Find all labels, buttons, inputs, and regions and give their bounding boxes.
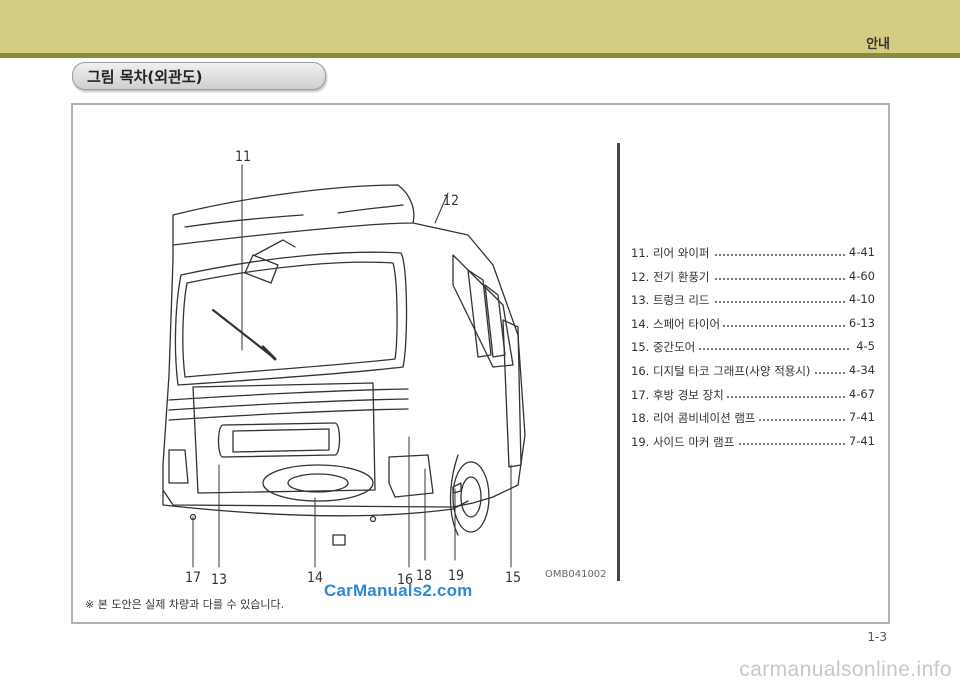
toc-page: 7-41 <box>845 410 875 425</box>
bus-rear-illustration <box>162 164 526 568</box>
callout-17: 17 <box>185 570 202 586</box>
toc-page: 7-41 <box>845 433 875 448</box>
toc-leader <box>631 277 849 280</box>
toc-item[interactable]: 12. 전기 환풍기 4-60 <box>631 268 875 293</box>
toc-page: 4-34 <box>845 362 875 377</box>
vertical-divider <box>617 143 620 581</box>
section-title-pill: 그림 목차(외관도) <box>72 62 326 90</box>
toc-page: 4-10 <box>845 292 875 307</box>
toc-page: 4-60 <box>845 268 875 283</box>
toc-leader <box>631 442 849 445</box>
callout-13: 13 <box>211 572 228 588</box>
header-band <box>0 0 960 55</box>
callout-15: 15 <box>505 570 522 586</box>
toc-label: 11. 리어 와이퍼 <box>631 245 713 261</box>
callout-14: 14 <box>307 570 324 586</box>
callout-19: 19 <box>448 568 465 584</box>
toc-leader <box>631 254 849 256</box>
toc-page: 4-41 <box>845 245 875 259</box>
image-code: OMB041002 <box>545 569 607 580</box>
toc-leader <box>631 324 849 327</box>
parts-toc-list: 11. 리어 와이퍼 4-41 12. 전기 환풍기 4-60 13. 트렁크 … <box>631 245 875 457</box>
toc-item[interactable]: 13. 트렁크 리드 4-10 <box>631 292 875 316</box>
toc-label: 13. 트렁크 리드 <box>631 292 713 309</box>
toc-item[interactable]: 14. 스페어 타이어 6-13 <box>631 315 875 340</box>
toc-item[interactable]: 11. 리어 와이퍼 4-41 <box>631 245 875 269</box>
toc-page: 6-13 <box>845 315 875 330</box>
disclaimer-footnote: ※ 본 도안은 실제 차량과 다를 수 있습니다. <box>85 598 285 611</box>
figure-frame: 11 12 17 13 14 16 18 19 15 OMB041002 11.… <box>71 103 890 624</box>
toc-leader <box>631 395 849 398</box>
toc-item[interactable]: 15. 중간도어 4-5 <box>631 339 875 363</box>
toc-label: 16. 디지털 타코 그래프(사양 적용시) <box>631 362 814 379</box>
callout-12: 12 <box>443 193 460 209</box>
toc-leader <box>631 348 849 351</box>
toc-item[interactable]: 17. 후방 경보 장치 4-67 <box>631 386 875 411</box>
toc-page: 4-5 <box>853 339 875 354</box>
toc-label: 14. 스페어 타이어 <box>631 315 724 332</box>
page-number: 1-3 <box>867 630 887 644</box>
toc-label: 15. 중간도어 <box>631 339 699 356</box>
toc-label: 18. 리어 콤비네이션 램프 <box>631 410 759 427</box>
section-title: 그림 목차(외관도) <box>87 68 203 86</box>
callout-16: 16 <box>397 572 414 588</box>
carmanuals-watermark: CarManuals2.com <box>324 581 473 600</box>
site-watermark: carmanualsonline.info <box>739 658 952 681</box>
toc-leader <box>631 301 849 304</box>
toc-page: 4-67 <box>845 386 875 401</box>
toc-label: 17. 후방 경보 장치 <box>631 386 727 403</box>
toc-item[interactable]: 16. 디지털 타코 그래프(사양 적용시) 4-34 <box>631 362 875 387</box>
callout-18: 18 <box>416 568 433 584</box>
toc-label: 19. 사이드 마커 램프 <box>631 433 738 450</box>
chapter-title: 안내 <box>866 37 890 52</box>
toc-label: 12. 전기 환풍기 <box>631 268 713 285</box>
toc-item[interactable]: 18. 리어 콤비네이션 램프 7-41 <box>631 410 875 434</box>
header-rule <box>0 53 960 58</box>
toc-item[interactable]: 19. 사이드 마커 램프 7-41 <box>631 433 875 458</box>
callout-11: 11 <box>235 149 252 165</box>
